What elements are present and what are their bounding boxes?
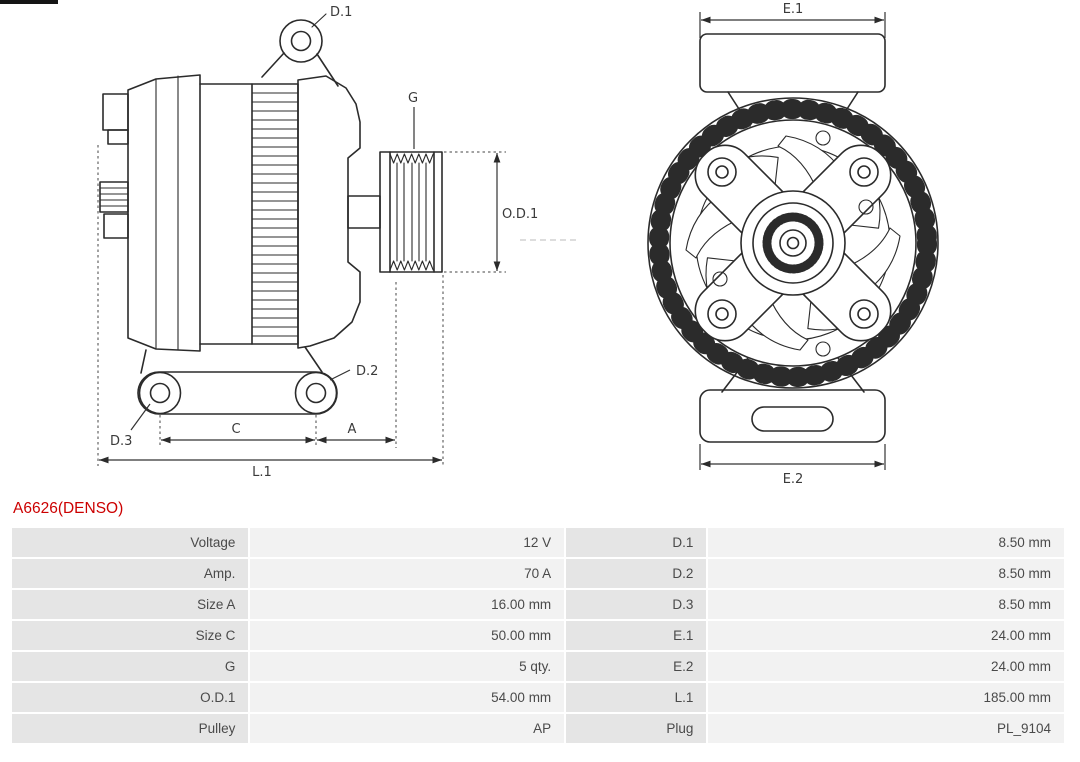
spec-value: AP xyxy=(250,714,565,743)
e1-dimension xyxy=(699,12,886,38)
stator-fins xyxy=(199,83,299,345)
spec-label: O.D.1 xyxy=(12,683,249,712)
bottom-mounting-lugs xyxy=(137,346,338,415)
a-dimension xyxy=(317,282,397,448)
side-view: D.1 G O.D.1 D.2 D.3 C A L.1 xyxy=(97,5,580,480)
part-number-link[interactable]: A6626(DENSO) xyxy=(13,500,124,517)
label-e1: E.1 xyxy=(783,2,804,17)
label-l1: L.1 xyxy=(252,465,272,480)
spec-label: D.1 xyxy=(566,528,707,557)
spec-label: Voltage xyxy=(12,528,249,557)
rear-housing xyxy=(99,74,201,352)
spec-label: Size C xyxy=(12,621,249,650)
c-dimension xyxy=(159,415,317,448)
page-top-artifact xyxy=(0,0,58,4)
spec-label: Amp. xyxy=(12,559,249,588)
od1-dimension xyxy=(444,151,580,273)
spec-value: 8.50 mm xyxy=(708,559,1064,588)
spec-label: Size A xyxy=(12,590,249,619)
spec-row-size-c: Size C 50.00 mm E.1 24.00 mm xyxy=(12,621,1064,650)
spec-label: E.2 xyxy=(566,652,707,681)
spec-label: L.1 xyxy=(566,683,707,712)
spec-value: 24.00 mm xyxy=(708,652,1064,681)
spec-label: Plug xyxy=(566,714,707,743)
alternator-drawing-svg: D.1 G O.D.1 D.2 D.3 C A L.1 xyxy=(97,2,939,487)
spec-row-amp: Amp. 70 A D.2 8.50 mm xyxy=(12,559,1064,588)
e2-dimension xyxy=(699,444,886,470)
spec-value: 16.00 mm xyxy=(250,590,565,619)
spec-value: 24.00 mm xyxy=(708,621,1064,650)
spec-table: Voltage 12 V D.1 8.50 mm Amp. 70 A D.2 8… xyxy=(10,526,1066,745)
spec-value: 8.50 mm xyxy=(708,528,1064,557)
spec-row-voltage: Voltage 12 V D.1 8.50 mm xyxy=(12,528,1064,557)
d3-leader-line xyxy=(130,403,151,431)
front-view: E.1 E.2 xyxy=(647,2,939,487)
spec-label: Pulley xyxy=(12,714,249,743)
label-c: C xyxy=(231,422,240,437)
label-d2: D.2 xyxy=(356,364,378,379)
label-od1: O.D.1 xyxy=(502,207,538,222)
spec-row-size-a: Size A 16.00 mm D.3 8.50 mm xyxy=(12,590,1064,619)
spec-value: 50.00 mm xyxy=(250,621,565,650)
spec-value: 70 A xyxy=(250,559,565,588)
label-e2: E.2 xyxy=(783,472,804,487)
spec-row-od1: O.D.1 54.00 mm L.1 185.00 mm xyxy=(12,683,1064,712)
front-bracket xyxy=(297,75,381,349)
spec-value: 12 V xyxy=(250,528,565,557)
spec-value: 8.50 mm xyxy=(708,590,1064,619)
spec-value: 54.00 mm xyxy=(250,683,565,712)
technical-drawings: D.1 G O.D.1 D.2 D.3 C A L.1 xyxy=(97,2,939,487)
front-bottom-bracket xyxy=(699,357,886,443)
l1-dimension xyxy=(97,145,444,466)
spec-label: E.1 xyxy=(566,621,707,650)
spec-label: G xyxy=(12,652,249,681)
spec-value: 5 qty. xyxy=(250,652,565,681)
spec-value: 185.00 mm xyxy=(708,683,1064,712)
front-pulley-center xyxy=(740,190,846,296)
label-d1: D.1 xyxy=(330,5,352,20)
spec-row-pulley: Pulley AP Plug PL_9104 xyxy=(12,714,1064,743)
spec-label: D.2 xyxy=(566,559,707,588)
label-g: G xyxy=(408,91,418,106)
spec-value: PL_9104 xyxy=(708,714,1064,743)
label-d3: D.3 xyxy=(110,434,132,449)
top-mounting-ear xyxy=(261,13,339,87)
spec-row-g: G 5 qty. E.2 24.00 mm xyxy=(12,652,1064,681)
bolt-holes xyxy=(712,130,874,357)
label-a: A xyxy=(348,422,357,437)
pulley xyxy=(379,151,443,273)
spec-label: D.3 xyxy=(566,590,707,619)
d2-leader-line xyxy=(329,369,351,381)
